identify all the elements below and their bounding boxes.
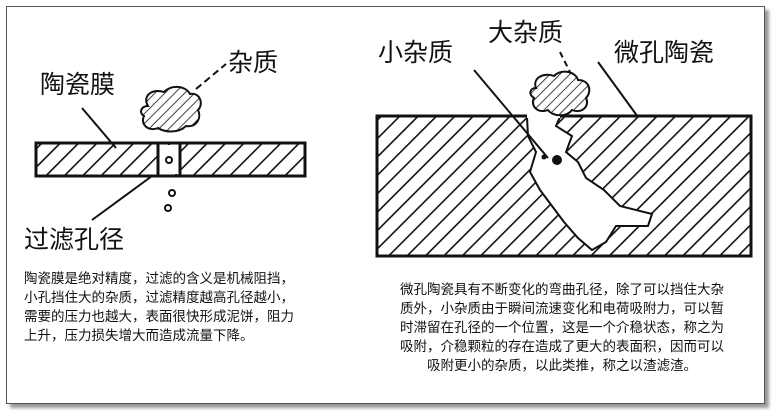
label-filter-pore: 过滤孔径 (24, 225, 125, 254)
left-description-line: 陶瓷膜是绝对精度，过滤的含义是机械阻挡， (24, 271, 294, 287)
passing-particles (164, 189, 176, 212)
left-description-line: 上升，压力损失增大而造成流量下降。 (24, 328, 254, 344)
left-description-line: 需要的压力也越大，表面很快形成泥饼，阻力 (24, 309, 294, 325)
right-description-line: 质外，小杂质由于瞬间流速变化和电荷吸附力，可以暂 (400, 301, 724, 317)
label-small-impurity: 小杂质 (378, 38, 454, 67)
right-description-line: 吸附，介稳颗粒的存在造成了更大的表面积，因而可以 (400, 339, 724, 355)
right-description-line: 吸附更小的杂质，以此类推，称之以渣滤渣。 (427, 358, 697, 374)
right-description-line: 微孔陶瓷具有不断变化的弯曲孔径，除了可以挡住大杂 (400, 282, 724, 298)
right-description: 微孔陶瓷具有不断变化的弯曲孔径，除了可以挡住大杂 质外，小杂质由于瞬间流速变化和… (368, 281, 756, 376)
label-large-impurity: 大杂质 (488, 18, 564, 47)
left-description-line: 小孔挡住大的杂质，过滤精度越高孔径越小， (24, 290, 294, 306)
microporous-ceramic-block (375, 114, 753, 258)
left-description: 陶瓷膜是绝对精度，过滤的含义是机械阻挡， 小孔挡住大的杂质，过滤精度越高孔径越小… (24, 270, 294, 346)
impurity-blob-right (529, 70, 591, 117)
membrane-leader-line (81, 107, 117, 149)
membrane-pore (165, 156, 173, 164)
impurity-leader-line (195, 63, 227, 90)
impurity-blob-left (140, 86, 202, 133)
label-ceramic-membrane: 陶瓷膜 (40, 70, 116, 99)
label-impurity: 杂质 (228, 48, 279, 77)
right-description-line: 时滞留在孔径的一个位置，这是一个介稳状态，称之为 (400, 320, 724, 336)
pore-leader-line (91, 175, 153, 221)
large-impurity-leader-line (559, 51, 571, 73)
label-microporous-ceramic: 微孔陶瓷 (614, 38, 715, 67)
ceramic-leader-line (597, 61, 639, 118)
small-impurity-leader-line (473, 69, 549, 159)
